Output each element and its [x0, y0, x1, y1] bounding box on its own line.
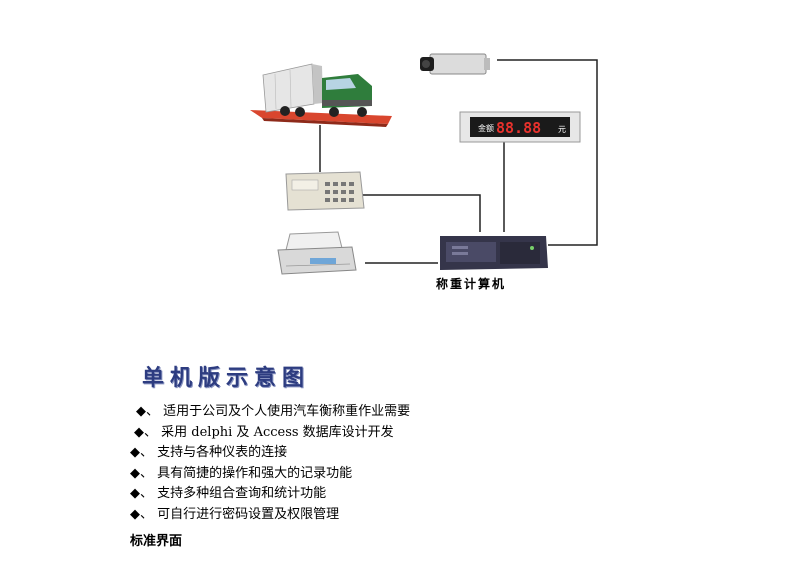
- bullet-mark: ◆、: [130, 506, 153, 522]
- line-indicator-to-computer: [362, 194, 481, 232]
- truck-scale-icon: [250, 63, 392, 127]
- feature-text: 支持与各种仪表的连接: [157, 445, 288, 461]
- bullet-mark: ◆、: [130, 445, 153, 461]
- list-item: ◆、 支持与各种仪表的连接: [128, 443, 410, 464]
- display-prefix: 金额: [478, 123, 494, 133]
- list-item: ◆、 具有简捷的操作和强大的记录功能: [128, 464, 410, 485]
- list-item: ◆、 可自行进行密码设置及权限管理: [128, 505, 410, 526]
- feature-text: 具有简捷的操作和强大的记录功能: [157, 465, 353, 481]
- printer-icon: [277, 231, 357, 275]
- feature-list: ◆、 适用于公司及个人使用汽车衡称重作业需要 ◆、 采用 delphi 及 Ac…: [128, 402, 410, 526]
- computer-label: 称重计算机: [436, 277, 507, 291]
- computer-icon: [440, 236, 548, 270]
- feature-text: 支持多种组合查询和统计功能: [157, 486, 327, 502]
- feature-text: 采用 delphi 及 Access 数据库设计开发: [161, 424, 394, 440]
- line-camera-to-computer: [497, 59, 598, 246]
- feature-text: 适用于公司及个人使用汽车衡称重作业需要: [163, 404, 411, 419]
- page-title: 单机版示意图: [142, 365, 311, 391]
- bullet-mark: ◆、: [130, 465, 153, 481]
- bullet-mark: ◆、: [136, 404, 159, 419]
- weighing-indicator-icon: [285, 171, 365, 211]
- list-item: ◆、 支持多种组合查询和统计功能: [128, 484, 410, 505]
- price-display-icon: 金额 88.88 元: [459, 111, 581, 143]
- connection-lines: [319, 59, 598, 264]
- bullet-mark: ◆、: [134, 424, 157, 440]
- display-unit: 元: [558, 125, 566, 134]
- list-item: ◆、 采用 delphi 及 Access 数据库设计开发: [128, 423, 410, 444]
- weighing-system-diagram: 金额 88.88 元: [250, 53, 598, 275]
- feature-text: 可自行进行密码设置及权限管理: [157, 506, 340, 522]
- display-digits: 88.88: [496, 119, 541, 137]
- list-item: ◆、 适用于公司及个人使用汽车衡称重作业需要: [128, 402, 410, 423]
- footer-label: 标准界面: [130, 534, 183, 549]
- camera-icon: [420, 53, 490, 75]
- bullet-mark: ◆、: [130, 486, 153, 502]
